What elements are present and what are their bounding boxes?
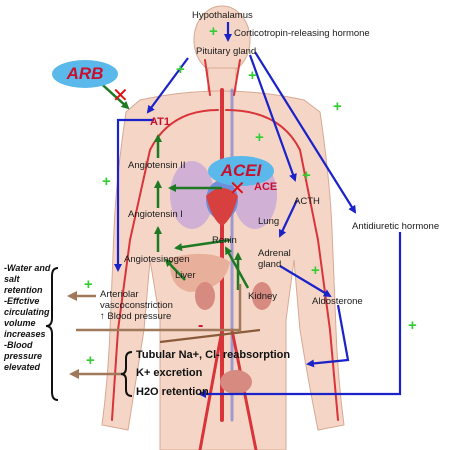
blue-arrows (114, 22, 402, 398)
plus-sign: + (311, 262, 320, 279)
label-adh: Antidiuretic hormone (352, 221, 440, 232)
arb-oval: ARB (52, 60, 118, 88)
plus-sign: + (86, 352, 95, 369)
plus-sign: + (102, 173, 111, 190)
green-arrows (94, 77, 250, 290)
label-arteriolar-vasoconstriction: Arteriolar vascoconstriction ↑ Blood pre… (100, 289, 173, 322)
label-renin: Renin (212, 235, 237, 246)
label-angiotensin1: Angiotensin I (128, 209, 183, 220)
plus-sign: + (333, 98, 342, 115)
label-k-excretion: K+ excretion (136, 367, 203, 379)
plus-sign: + (255, 129, 264, 146)
plus-sign: + (248, 67, 257, 84)
label-ace: ACE (254, 181, 278, 193)
acei-block-icon: ✕ (229, 178, 246, 200)
label-hypothalamus: Hypothalamus (192, 10, 253, 21)
plus-sign: + (408, 317, 417, 334)
label-h2o-retention: H2O retention (136, 386, 209, 398)
plus-sign: + (84, 276, 93, 293)
label-adrenal-gland: Adrenal gland (258, 248, 291, 270)
plus-sign: + (176, 61, 185, 78)
arb-block-icon: ✕ (112, 85, 129, 107)
label-angiotensin2: Angiotensin II (128, 160, 186, 171)
label-crh: Corticotropin-releasing hormone (234, 28, 370, 39)
label-kidney: Kidney (248, 291, 278, 302)
label-tubular-reabsorption: Tubular Na+, Cl- reabsorption (136, 349, 291, 361)
acei-oval: ACEI (208, 156, 274, 186)
plus-sign: + (302, 167, 311, 184)
label-systemic-effects: -Water and salt retention -Effctive circ… (4, 263, 51, 372)
label-liver: Liver (175, 270, 196, 281)
label-angiotensinogen: Angiotesinogen (124, 254, 190, 265)
plus-sign: + (209, 23, 218, 40)
label-lung: Lung (258, 216, 280, 227)
label-aldosterone: Aldosterone (312, 296, 363, 307)
minus-sign: - (198, 317, 204, 334)
braces (45, 267, 133, 401)
feedback-arrows (67, 284, 242, 379)
label-pituitary: Pituitary gland (196, 46, 257, 57)
label-at1: AT1 (150, 116, 170, 128)
label-acth: ACTH (294, 196, 320, 207)
